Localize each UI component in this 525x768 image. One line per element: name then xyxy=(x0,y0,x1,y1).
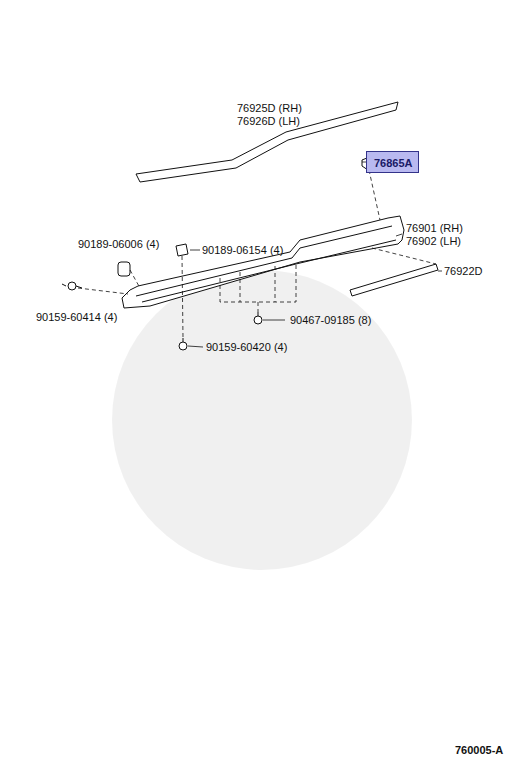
part-number: 76925D (RH) xyxy=(237,102,302,114)
watermark xyxy=(112,270,412,570)
part-number: 90159-60420 (4) xyxy=(206,341,287,353)
rocker-molding-upper xyxy=(136,102,398,182)
part-number: 76901 (RH) xyxy=(406,222,463,234)
part-number: 76922D xyxy=(444,265,483,277)
part-number: 90189-06154 (4) xyxy=(202,244,283,256)
garnish-strip xyxy=(350,264,438,296)
leader-lines xyxy=(188,162,442,347)
highlight-box: 76865A xyxy=(366,151,419,173)
dashed-guides xyxy=(78,170,436,338)
part-number: 90467-09185 (8) xyxy=(290,314,371,326)
part-number: 90159-60414 (4) xyxy=(36,311,117,323)
figure-number: 760005-A xyxy=(455,744,503,756)
rocker-panel xyxy=(122,216,404,308)
part-number: 76902 (LH) xyxy=(406,235,461,247)
part-number: 90189-06006 (4) xyxy=(78,238,159,250)
part-number: 76865A xyxy=(374,157,411,169)
part-number: 76926D (LH) xyxy=(237,115,300,127)
